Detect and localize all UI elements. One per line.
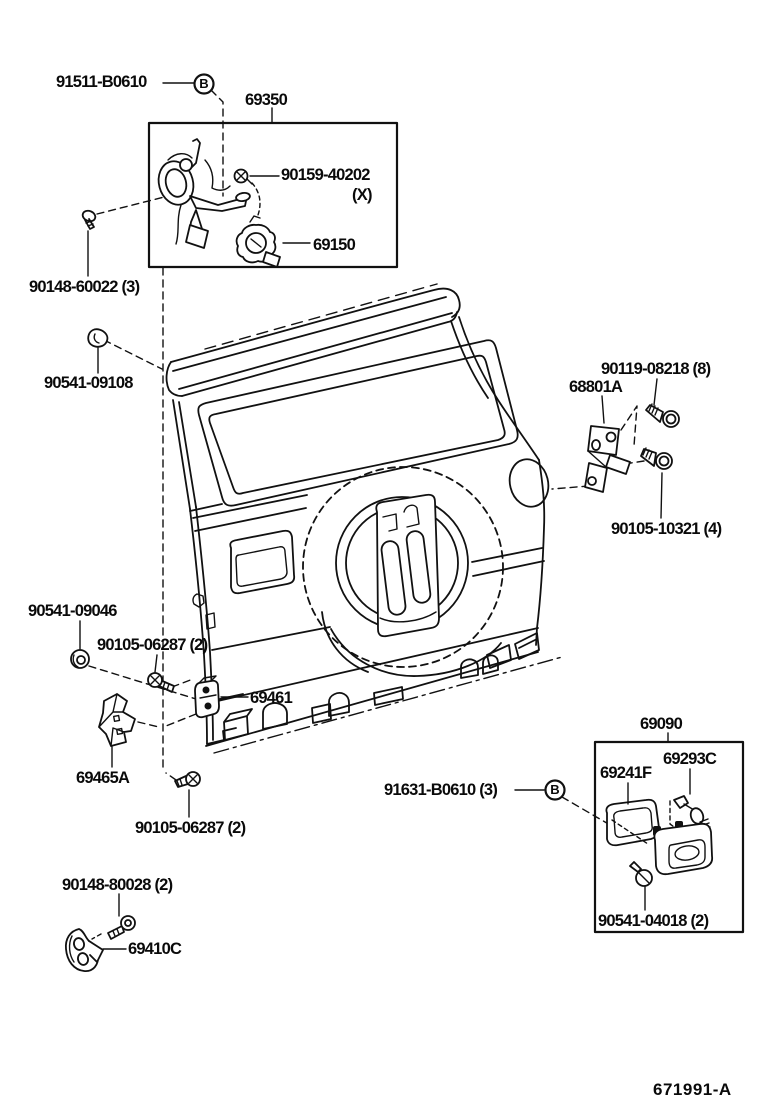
back-door-lock-art [157, 138, 251, 249]
callout-69350: 69350 [245, 90, 288, 109]
screw-90159-40202-icon [233, 168, 253, 185]
screw-90148-80028-icon [107, 915, 136, 940]
clip-69293c-icon [673, 795, 711, 831]
grommet-90541-09046-icon [70, 649, 90, 669]
handle-bezel-69090-icon [653, 821, 714, 876]
callout-90105-06287-lower: 90105-06287 (2) [135, 818, 246, 837]
callout-69241f: 69241F [600, 763, 652, 782]
fastener-marker-b-bottom: B [550, 782, 560, 797]
hinge-68801a-icon [584, 425, 631, 493]
callout-69410c: 69410C [128, 939, 182, 958]
fastener-marker-circle-bottom [544, 779, 566, 801]
callout-90541-09108: 90541-09108 [44, 373, 133, 392]
plate-69410c-icon [65, 928, 104, 972]
callout-90148-80028: 90148-80028 (2) [62, 875, 173, 894]
callout-90105-06287-upper: 90105-06287 (2) [97, 635, 208, 654]
bolt-90119-08218-icon [645, 403, 680, 428]
callout-69090: 69090 [640, 714, 683, 733]
screw-90105-06287-lower-icon [174, 771, 201, 788]
handle-assembly-box [593, 740, 745, 934]
fastener-marker-b-top: B [199, 76, 209, 91]
vehicle-back-door-art [165, 283, 563, 754]
fastener-marker-circle-top [193, 73, 215, 95]
callout-90541-04018: 90541-04018 (2) [598, 911, 709, 930]
handle-gasket-69241f-icon [605, 798, 661, 847]
figure-code: 671991-A [653, 1080, 732, 1099]
callout-69465a: 69465A [76, 768, 130, 787]
callout-91631-b0610: 91631-B0610 (3) [384, 780, 498, 799]
bracket-69465a-icon [98, 693, 136, 747]
callout-90541-09046: 90541-09046 [28, 601, 117, 620]
screw-90148-60022-icon [81, 209, 97, 230]
grommet-90541-09108-icon [87, 328, 109, 348]
callout-90159-suffix: (X) [352, 185, 372, 204]
callout-69150: 69150 [313, 235, 356, 254]
callout-90148-60022: 90148-60022 (3) [29, 277, 140, 296]
callout-91511-b0610: 91511-B0610 [56, 72, 147, 91]
leader-lines [79, 82, 691, 950]
striker-69461-icon [194, 675, 220, 719]
lock-assembly-box [147, 121, 399, 269]
key-cylinder-69150-icon [235, 215, 281, 268]
callout-68801a: 68801A [569, 377, 623, 396]
bolt-90105-10321-icon [640, 447, 673, 470]
callout-69293c: 69293C [663, 749, 717, 768]
callout-90119-08218: 90119-08218 (8) [601, 359, 711, 378]
dashed-association-lines [88, 89, 682, 940]
callout-90105-10321: 90105-10321 (4) [611, 519, 722, 538]
screw-90541-04018-icon [629, 861, 653, 887]
callout-90159-40202: 90159-40202 [281, 165, 370, 184]
screw-90105-06287-upper-icon [147, 672, 175, 693]
callout-69461: 69461 [250, 688, 293, 707]
